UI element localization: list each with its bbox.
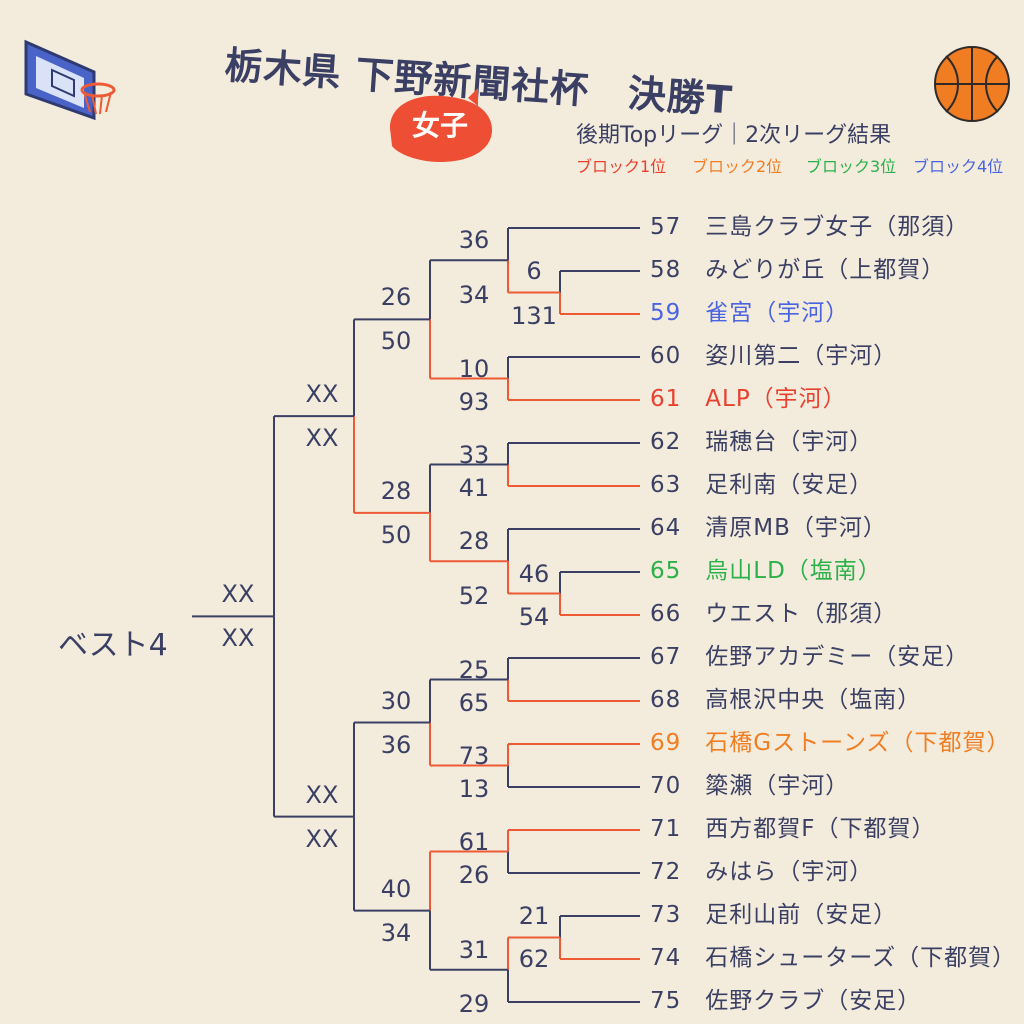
team-label: 63 足利南（安足） — [650, 472, 874, 498]
score-r2-bottom: 34 — [458, 280, 490, 309]
badge-label: 女子 — [411, 109, 468, 142]
score-r2-top: 25 — [458, 656, 490, 684]
legend-block-3: ブロック3位 — [806, 157, 897, 176]
score-r4-bottom: XX — [305, 424, 339, 453]
score-r2-bottom: 93 — [458, 388, 490, 416]
score-74: 62 — [518, 945, 550, 973]
score-final-bottom: XX — [221, 624, 255, 653]
team-label: 60 姿川第二（宇河） — [650, 343, 898, 369]
score-r3-top: 40 — [380, 874, 412, 903]
speech-bubble-badge — [390, 88, 492, 162]
subtitle: 後期Topリーグ｜2次リーグ結果 — [576, 123, 892, 148]
score-final-top: XX — [221, 580, 255, 609]
best4-label: ベスト4 — [58, 628, 168, 663]
score-r2-top: 61 — [458, 828, 490, 856]
team-label: 68 高根沢中央（塩南） — [650, 687, 922, 713]
team-label: 67 佐野アカデミー（安足） — [650, 644, 970, 670]
team-label: 70 簗瀬（宇河） — [650, 773, 850, 799]
legend-block-2: ブロック2位 — [692, 157, 783, 176]
team-label: 75 佐野クラブ（安足） — [650, 988, 922, 1014]
basketball-hoop-icon — [24, 39, 116, 121]
basketball-icon — [934, 46, 1010, 122]
team-label: 57 三島クラブ女子（那須） — [650, 214, 970, 240]
team-label: 71 西方都賀F（下都賀） — [650, 816, 936, 842]
score-r2-top: 28 — [458, 527, 490, 555]
team-label: 74 石橋シューターズ（下都賀） — [650, 945, 1017, 971]
team-label: 73 足利山前（安足） — [650, 902, 898, 928]
score-r2-top: 36 — [458, 226, 490, 254]
score-r3-bottom: 50 — [380, 520, 412, 549]
score-r3-top: 26 — [380, 283, 412, 312]
score-r3-top: 28 — [380, 476, 412, 505]
score-r3-bottom: 50 — [380, 327, 412, 356]
team-label: 64 清原MB（宇河） — [650, 515, 887, 541]
score-r2-top: 31 — [458, 935, 490, 964]
team-label: 69 石橋Gストーンズ（下都賀） — [650, 730, 1011, 756]
score-58: 6 — [526, 257, 542, 285]
score-r2-bottom: 41 — [458, 474, 490, 502]
legend-block-4: ブロック4位 — [913, 157, 1004, 176]
score-r2-top: 73 — [458, 742, 490, 770]
score-r3-bottom: 34 — [380, 918, 412, 947]
score-r2-bottom: 13 — [458, 775, 490, 803]
team-label: 58 みどりが丘（上都賀） — [650, 257, 946, 283]
score-59: 131 — [511, 302, 557, 330]
legend-block-1: ブロック1位 — [576, 157, 667, 176]
score-r4-bottom: XX — [305, 824, 339, 853]
team-label: 61 ALP（宇河） — [650, 386, 847, 412]
score-73: 21 — [518, 902, 550, 930]
score-r2-top: 10 — [458, 355, 490, 383]
team-label: 62 瑞穂台（宇河） — [650, 429, 874, 455]
score-66: 54 — [518, 603, 550, 631]
score-r3-bottom: 36 — [380, 730, 412, 759]
team-label: 65 烏山LD（塩南） — [650, 558, 882, 584]
score-r2-top: 33 — [458, 441, 490, 469]
team-label: 72 みはら（宇河） — [650, 859, 874, 885]
score-r3-top: 30 — [380, 686, 412, 715]
score-r2-bottom: 26 — [458, 861, 490, 889]
score-65: 46 — [518, 560, 550, 588]
score-r2-bottom: 29 — [458, 990, 490, 1018]
team-label: 66 ウエスト（那須） — [650, 601, 898, 627]
team-label: 59 雀宮（宇河） — [650, 300, 850, 326]
score-r4-top: XX — [305, 780, 339, 809]
score-r2-bottom: 52 — [458, 581, 490, 610]
score-r4-top: XX — [305, 380, 339, 409]
score-r2-bottom: 65 — [458, 689, 490, 717]
